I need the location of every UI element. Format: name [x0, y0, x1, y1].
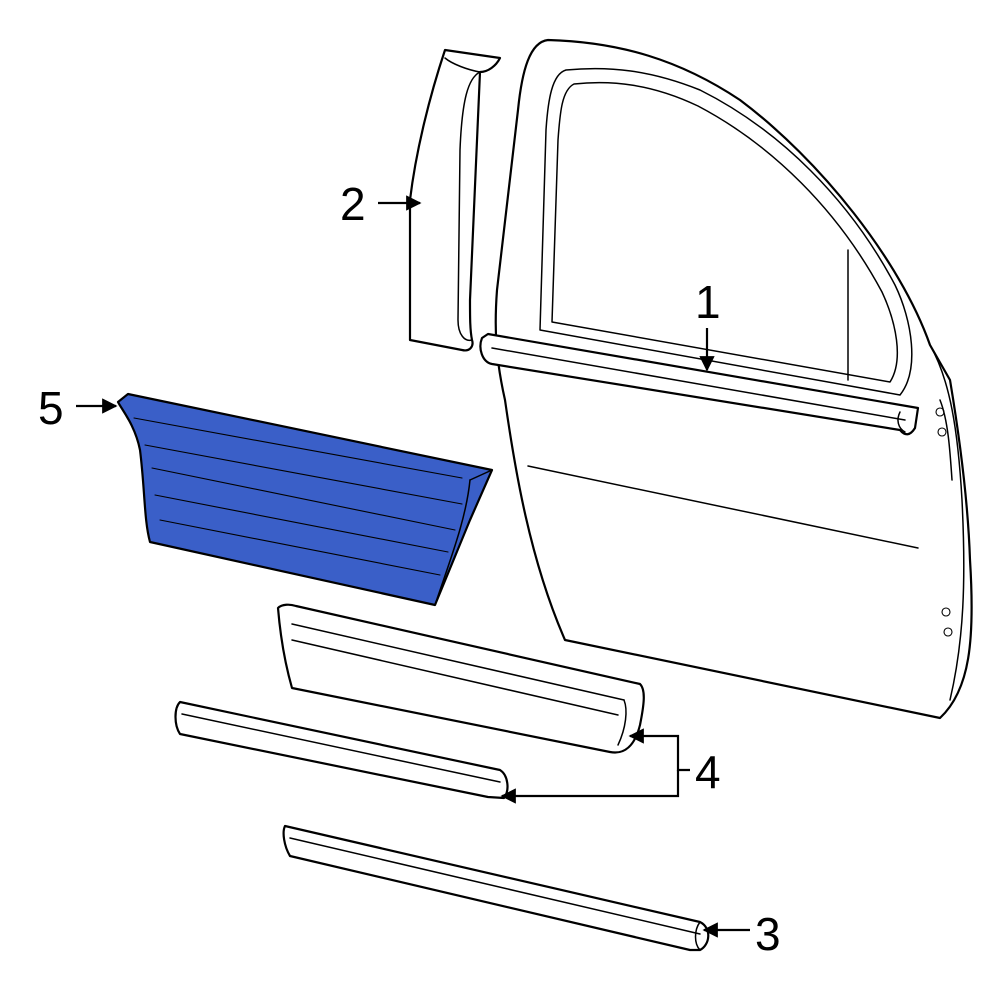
callout-1: 1: [695, 276, 721, 328]
callout-3: 3: [755, 908, 781, 960]
callout-4-bracket-lower: [500, 770, 680, 804]
front-fender-molding[interactable]: [276, 603, 645, 754]
pillar-applique[interactable]: [408, 48, 502, 352]
callout-4: 4: [695, 746, 721, 798]
rocker-molding[interactable]: [282, 824, 710, 952]
callout-5: 5: [38, 382, 64, 434]
callout-labels: 1 2 3 4 5: [38, 178, 781, 960]
door-side-molding[interactable]: [116, 392, 494, 607]
callout-2: 2: [340, 178, 366, 230]
leader-lines: [76, 195, 750, 938]
belt-molding[interactable]: [479, 332, 920, 436]
body-side-molding-strip[interactable]: [174, 700, 509, 800]
callout-4-bracket: [628, 728, 690, 772]
